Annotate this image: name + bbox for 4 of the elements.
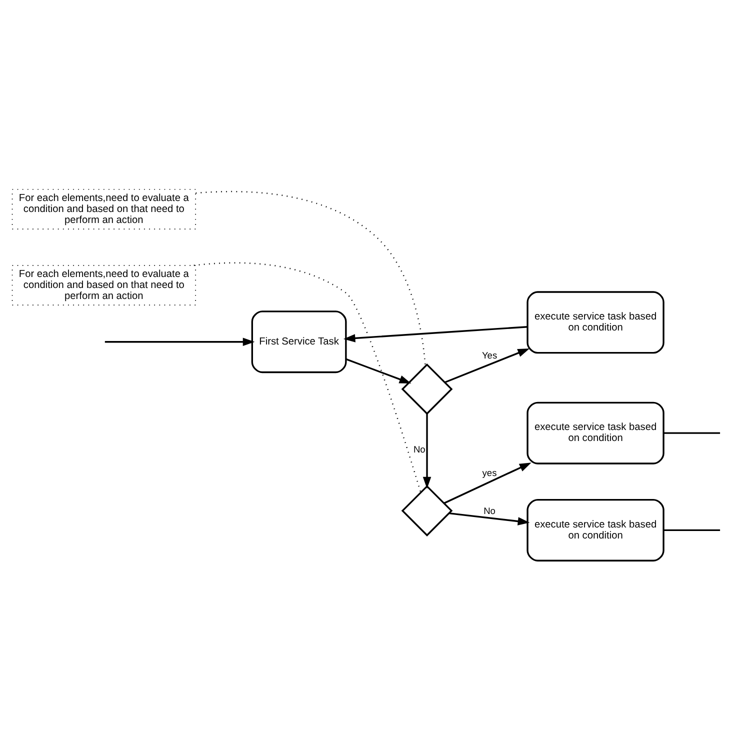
edge-label: Yes [482,350,498,361]
edge-label: No [484,506,496,516]
edge-label: No [413,444,426,454]
edge-label: yes [482,468,497,478]
